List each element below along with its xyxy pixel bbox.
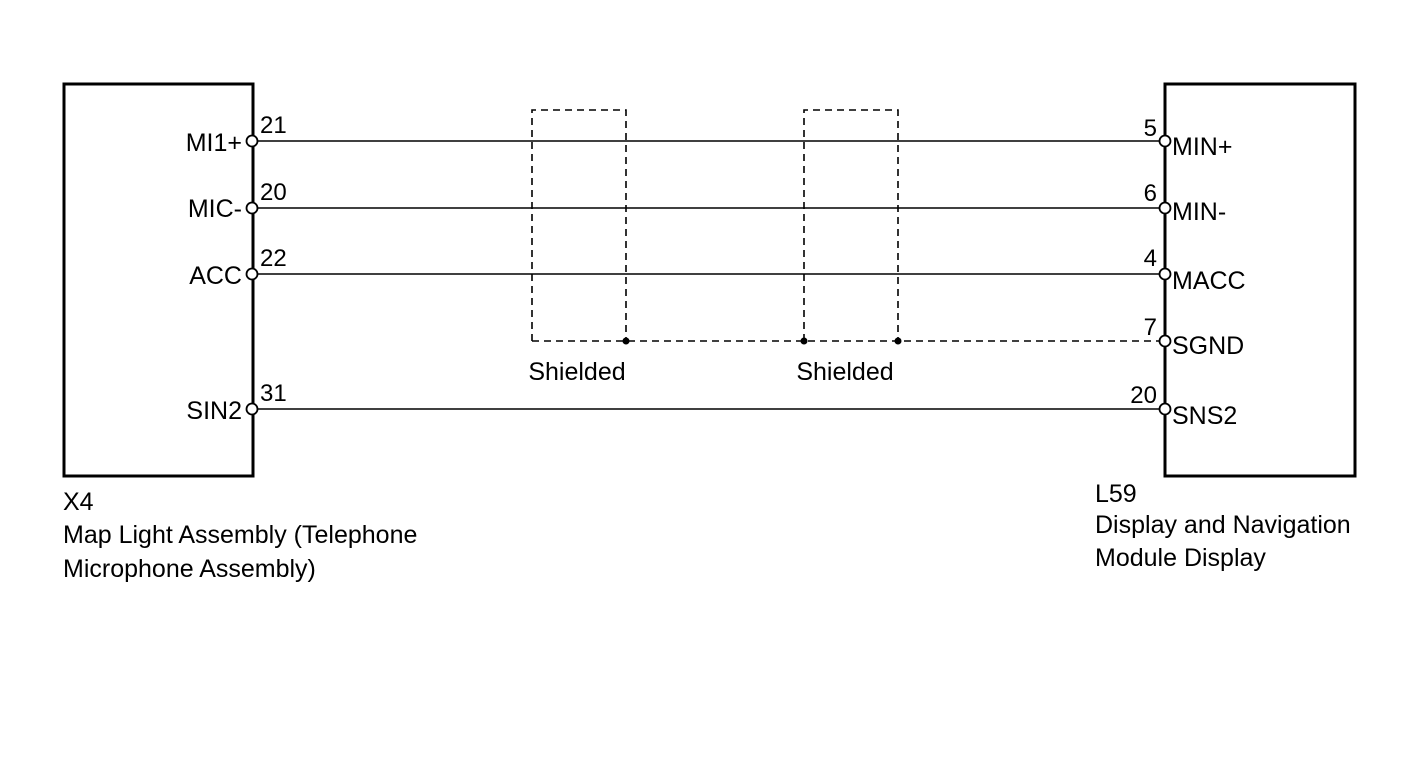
right-connector-code: L59	[1095, 480, 1137, 508]
right-pin-label: SGND	[1172, 332, 1244, 360]
left-pin-number: 21	[260, 112, 287, 139]
shield-label: Shielded	[528, 358, 625, 386]
right-pin-label: SNS2	[1172, 402, 1237, 430]
shield-label: Shielded	[796, 358, 893, 386]
right-pin-number: 20	[1130, 382, 1157, 409]
right-pin-number: 6	[1144, 180, 1157, 207]
left-pin-number: 22	[260, 245, 287, 272]
terminal-left-acc	[245, 267, 259, 281]
terminal-right-sns2	[1158, 402, 1172, 416]
shield-junction-dot	[894, 337, 902, 345]
shield-junction-dot	[622, 337, 630, 345]
left-connector-code: X4	[63, 488, 94, 516]
right-connector-name-line1: Display and Navigation	[1095, 511, 1351, 539]
right-pin-label: MIN+	[1172, 133, 1232, 161]
shield-junction-dot	[800, 337, 808, 345]
terminal-left-mic	[245, 201, 259, 215]
terminal-left-sin2	[245, 402, 259, 416]
left-pin-label: SIN2	[186, 397, 242, 425]
right-pin-label: MACC	[1172, 267, 1246, 295]
right-connector-name-line2: Module Display	[1095, 544, 1266, 572]
left-connector-name-line1: Map Light Assembly (Telephone	[63, 521, 417, 549]
right-pin-label: MIN-	[1172, 198, 1226, 226]
terminal-right-sgnd	[1158, 334, 1172, 348]
left-pin-label: MI1+	[186, 129, 242, 157]
shield-box-1	[531, 109, 627, 341]
right-pin-number: 7	[1144, 314, 1157, 341]
terminal-right-macc	[1158, 267, 1172, 281]
right-pin-number: 5	[1144, 115, 1157, 142]
shield-box-2	[803, 109, 899, 341]
left-pin-number: 31	[260, 380, 287, 407]
left-pin-label: ACC	[189, 262, 242, 290]
terminal-left-mi1	[245, 134, 259, 148]
left-connector-name-line2: Microphone Assembly)	[63, 555, 316, 583]
left-pin-label: MIC-	[188, 195, 242, 223]
terminal-right-min-minus	[1158, 201, 1172, 215]
terminal-right-min-plus	[1158, 134, 1172, 148]
left-pin-number: 20	[260, 179, 287, 206]
right-pin-number: 4	[1144, 245, 1157, 272]
